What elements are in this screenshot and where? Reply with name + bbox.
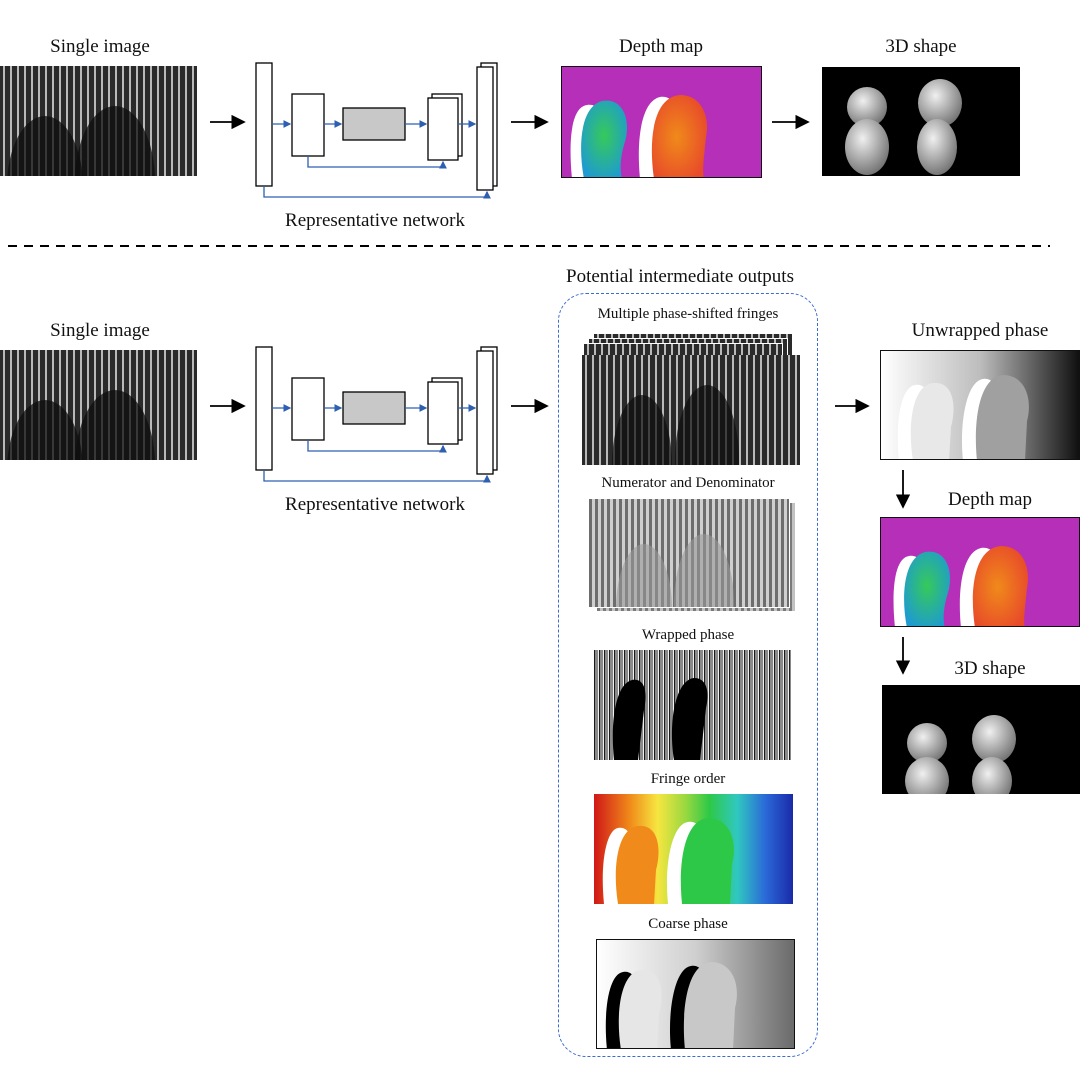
- intermediate-label-wrapped: Wrapped phase: [641, 627, 735, 643]
- top-shape-figures: [845, 79, 962, 175]
- wrapped-phase-image: [594, 650, 791, 760]
- intermediate-title: Potential intermediate outputs: [566, 266, 794, 287]
- wrapped-figures: [612, 678, 708, 760]
- top-depth-shapes: [570, 95, 707, 177]
- numden-figures: [616, 534, 734, 607]
- intermediate-label-coarse: Coarse phase: [648, 916, 728, 932]
- bottom-3d-shape: [882, 685, 1080, 794]
- top-input-label: Single image: [50, 36, 150, 57]
- bottom-shape-label: 3D shape: [954, 658, 1026, 679]
- coarse-figures: [605, 962, 737, 1048]
- numden-front: [588, 498, 790, 608]
- bottom-network-diagram: [255, 346, 498, 483]
- bottom-input-image: [0, 350, 197, 460]
- unwrapped-figures: [897, 375, 1029, 459]
- unwrapped-label: Unwrapped phase: [911, 320, 1049, 341]
- top-network-diagram: [255, 62, 498, 199]
- top-input-figures: [7, 106, 155, 176]
- fringe-figures: [612, 385, 739, 465]
- fringe-stack-front: [582, 355, 800, 465]
- top-depth-map: [561, 66, 762, 178]
- fringe-order-image: [594, 794, 793, 904]
- top-3d-shape: [822, 67, 1020, 176]
- bottom-network-label: Representative network: [285, 494, 465, 515]
- intermediate-label-numden: Numerator and Denominator: [601, 475, 775, 491]
- top-depth-label: Depth map: [619, 36, 703, 57]
- intermediate-label-fringe-order: Fringe order: [650, 771, 726, 787]
- fringe-order-figures: [602, 818, 734, 904]
- bottom-depth-map: [880, 517, 1080, 627]
- top-shape-label: 3D shape: [885, 36, 957, 57]
- unwrapped-phase-image: [880, 350, 1080, 460]
- bottom-depth-label: Depth map: [948, 489, 1032, 510]
- intermediate-label-fringes: Multiple phase-shifted fringes: [597, 306, 779, 322]
- intermediate-outputs-box: [558, 293, 818, 1057]
- top-network-label: Representative network: [285, 210, 465, 231]
- bottom-depth-shapes: [893, 546, 1028, 626]
- bottom-shape-figures: [905, 715, 1016, 794]
- bottom-input-label: Single image: [50, 320, 150, 341]
- top-input-image: [0, 66, 197, 176]
- coarse-phase-image: [596, 939, 795, 1049]
- bottom-input-figures: [7, 390, 155, 460]
